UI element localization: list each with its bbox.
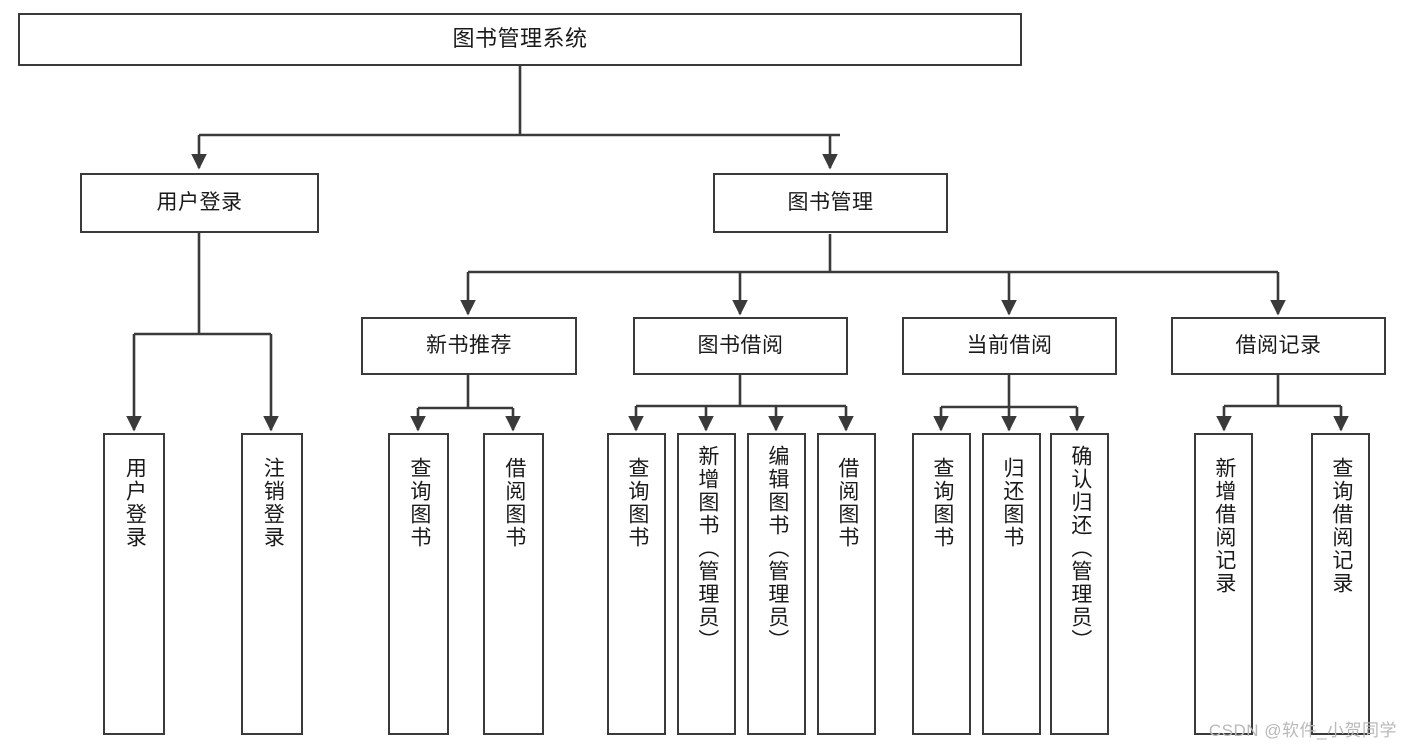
leaf-label: 归还图书 bbox=[1000, 457, 1024, 549]
node-root-label: 图书管理系统 bbox=[452, 26, 588, 52]
leaf-borrow-query-book[interactable]: 查询图书 bbox=[607, 433, 666, 735]
node-borrow-record[interactable]: 借阅记录 bbox=[1171, 317, 1386, 375]
node-borrow-record-label: 借阅记录 bbox=[1235, 334, 1322, 358]
leaf-borrow-add-book[interactable]: 新增图书（管理员） bbox=[677, 433, 736, 735]
leaf-label: 确认归还（管理员） bbox=[1068, 445, 1092, 652]
leaf-current-return-book[interactable]: 归还图书 bbox=[982, 433, 1041, 735]
node-new-book-recommend-label: 新书推荐 bbox=[426, 334, 512, 358]
leaf-user-login-login[interactable]: 用户登录 bbox=[103, 433, 165, 735]
leaf-record-add[interactable]: 新增借阅记录 bbox=[1194, 433, 1253, 735]
leaf-current-query-book[interactable]: 查询图书 bbox=[912, 433, 971, 735]
leaf-label: 查询借阅记录 bbox=[1329, 457, 1353, 595]
leaf-label: 查询图书 bbox=[930, 457, 954, 549]
node-current-borrow-label: 当前借阅 bbox=[966, 334, 1053, 358]
leaf-borrow-borrow-book[interactable]: 借阅图书 bbox=[817, 433, 876, 735]
node-book-management-label: 图书管理 bbox=[787, 191, 874, 215]
leaf-label: 借阅图书 bbox=[502, 457, 526, 549]
leaf-new-book-borrow[interactable]: 借阅图书 bbox=[483, 433, 544, 735]
node-current-borrow[interactable]: 当前借阅 bbox=[902, 317, 1117, 375]
leaf-label: 用户登录 bbox=[123, 457, 147, 549]
node-book-borrow-label: 图书借阅 bbox=[697, 334, 784, 358]
leaf-current-confirm-return[interactable]: 确认归还（管理员） bbox=[1050, 433, 1109, 735]
leaf-user-login-logout[interactable]: 注销登录 bbox=[241, 433, 303, 735]
node-root[interactable]: 图书管理系统 bbox=[18, 13, 1022, 66]
leaf-new-book-query[interactable]: 查询图书 bbox=[388, 433, 449, 735]
node-user-login[interactable]: 用户登录 bbox=[80, 173, 319, 233]
node-book-borrow[interactable]: 图书借阅 bbox=[633, 317, 848, 375]
leaf-label: 新增图书（管理员） bbox=[695, 445, 719, 652]
leaf-label: 借阅图书 bbox=[835, 457, 859, 549]
leaf-label: 注销登录 bbox=[261, 457, 285, 549]
node-book-management[interactable]: 图书管理 bbox=[713, 173, 948, 233]
leaf-label: 编辑图书（管理员） bbox=[765, 445, 789, 652]
leaf-record-query[interactable]: 查询借阅记录 bbox=[1311, 433, 1370, 735]
node-user-login-label: 用户登录 bbox=[156, 191, 243, 215]
leaf-label: 新增借阅记录 bbox=[1212, 457, 1236, 595]
node-new-book-recommend[interactable]: 新书推荐 bbox=[361, 317, 577, 375]
leaf-label: 查询图书 bbox=[407, 457, 431, 549]
watermark: CSDN @软件_小贺同学 bbox=[1208, 721, 1397, 740]
leaf-label: 查询图书 bbox=[625, 457, 649, 549]
leaf-borrow-edit-book[interactable]: 编辑图书（管理员） bbox=[747, 433, 806, 735]
